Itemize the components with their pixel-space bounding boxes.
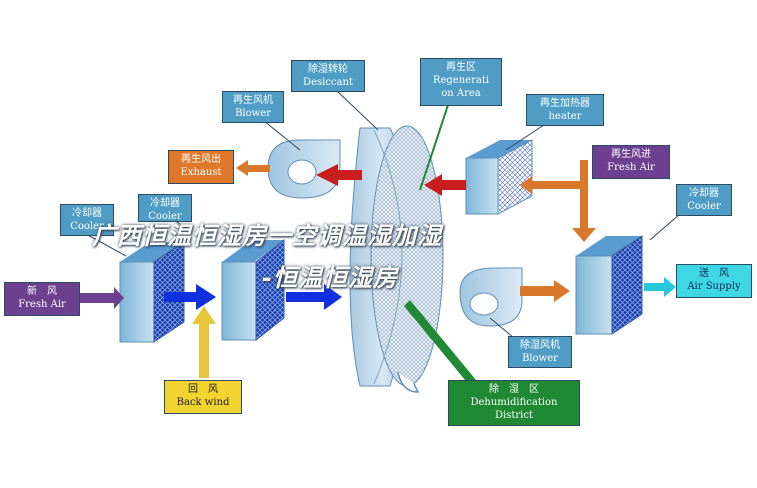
process-blower-fan	[459, 267, 523, 327]
purple-arrow-fresh-air-in	[80, 287, 124, 309]
cooler-right-unit	[575, 235, 643, 335]
regen-blower-fan	[267, 139, 341, 199]
dehumidification-pointer	[404, 300, 476, 386]
red-arrow-heater-to-wheel	[424, 174, 466, 196]
overlay-title-line2: -恒温恒湿房	[262, 264, 398, 292]
label-pointers	[85, 89, 681, 339]
cooler-middle-unit	[221, 238, 285, 342]
rotation-arrow	[397, 371, 420, 393]
orange-arrow-process-out	[520, 280, 570, 302]
blue-arrow-process-1	[164, 284, 216, 310]
orange-arrow-to-exhaust	[236, 160, 270, 176]
overlay-title-line1: 广西恒温恒湿房一空调温湿加湿	[92, 222, 442, 250]
blue-arrow-process-2	[286, 284, 342, 310]
heater-unit	[465, 139, 533, 215]
cyan-arrow-supply	[644, 277, 676, 297]
orange-regen-return-arrow	[520, 160, 596, 242]
red-arrow-from-wheel	[316, 164, 362, 186]
yellow-arrow-back-wind	[192, 306, 216, 378]
